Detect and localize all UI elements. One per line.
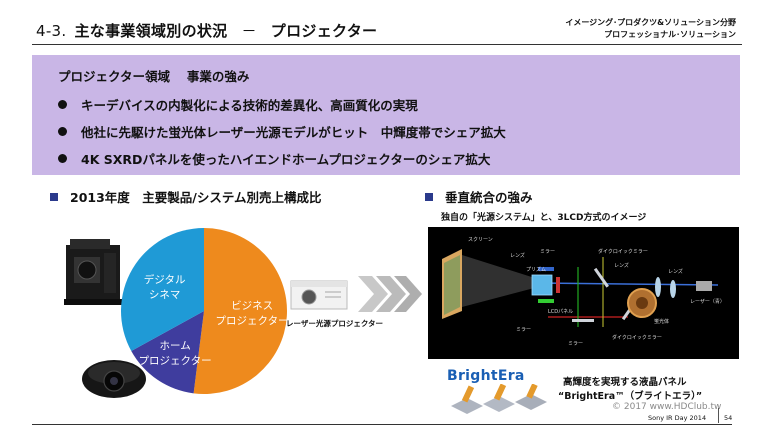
- footer-divider: [32, 424, 732, 425]
- svg-text:レンズ: レンズ: [510, 252, 525, 259]
- pie-label-line: ホーム: [159, 339, 191, 352]
- pie-slice-home: [131, 311, 204, 394]
- section-number: 4-3.: [36, 22, 67, 40]
- svg-text:ミラー: ミラー: [540, 249, 555, 255]
- footer-event: Sony IR Day 2014: [648, 414, 707, 422]
- strength-item-text: キーデバイスの内製化による技術的差異化、高画質化の実現: [81, 98, 418, 113]
- pie-slice-cinema: [121, 228, 204, 351]
- panel-brand-name: “BrightEra™（ブライトエラ）”: [558, 391, 703, 402]
- svg-text:蛍光体: 蛍光体: [654, 318, 669, 325]
- pie-label-line: ビジネス: [231, 300, 274, 313]
- division-line-1: イメージング･プロダクツ&ソリューション分野: [565, 18, 736, 27]
- strength-item: キーデバイスの内製化による技術的差異化、高画質化の実現: [58, 95, 418, 114]
- pie-label: ホームプロジェクター: [139, 339, 212, 369]
- optical-system-diagram: スクリーン レンズ ミラー ダイクロイックミラー レンズ レンズ プリズム LC…: [428, 227, 739, 359]
- svg-text:ミラー: ミラー: [516, 327, 531, 333]
- chevron-arrows-icon: [358, 276, 422, 312]
- bullet-dot-icon: [58, 127, 67, 136]
- laser-projector-image: [290, 280, 348, 310]
- sales-pie-chart: [121, 228, 287, 394]
- watermark: © 2017 www.HDClub.tw: [612, 402, 722, 412]
- pie-label-line: プロジェクター: [215, 315, 289, 328]
- footer-separator: [718, 408, 719, 423]
- header-divider: [32, 44, 742, 45]
- svg-text:ダイクロイックミラー: ダイクロイックミラー: [612, 334, 662, 341]
- strength-item-text: 4K SXRDパネルを使ったハイエンドホームプロジェクターのシェア拡大: [81, 152, 491, 167]
- svg-text:スクリーン: スクリーン: [468, 237, 493, 243]
- pie-label: デジタルシネマ: [144, 273, 186, 303]
- title-text: 主な事業領域別の状況: [74, 22, 228, 40]
- svg-text:レンズ: レンズ: [668, 268, 683, 275]
- bullet-dot-icon: [58, 100, 67, 109]
- strength-item: 他社に先駆けた蛍光体レーザー光源モデルがヒット 中輝度帯でシェア拡大: [58, 122, 506, 141]
- svg-text:ミラー: ミラー: [568, 341, 583, 347]
- title-dash: －: [241, 22, 257, 40]
- page-title: 4-3. 主な事業領域別の状況 － プロジェクター: [36, 20, 377, 41]
- strength-item-text: 他社に先駆けた蛍光体レーザー光源モデルがヒット 中輝度帯でシェア拡大: [81, 125, 506, 140]
- home-projector-image: [82, 360, 146, 398]
- strengths-panel: [32, 55, 740, 175]
- pie-label-line: プロジェクター: [138, 354, 212, 367]
- light-source-caption: 独自の「光源システム」と、3LCD方式のイメージ: [441, 213, 647, 223]
- bullet-dot-icon: [58, 154, 67, 163]
- svg-text:プリズム: プリズム: [526, 266, 546, 273]
- cinema-projector-image: [64, 239, 122, 305]
- sales-composition-heading-text: 2013年度 主要製品/システム別売上構成比: [70, 190, 322, 205]
- pie-label-line: デジタル: [143, 273, 186, 286]
- sales-composition-heading: 2013年度 主要製品/システム別売上構成比: [50, 187, 321, 206]
- panel-description: 高輝度を実現する液晶パネル: [563, 377, 687, 388]
- division-line-2: プロフェッショナル･ソリューション: [604, 30, 736, 39]
- svg-text:ダイクロイックミラー: ダイクロイックミラー: [598, 248, 648, 255]
- square-bullet-icon: [50, 193, 58, 201]
- square-bullet-icon: [425, 193, 433, 201]
- lcd-panel-image: [451, 384, 547, 414]
- strengths-heading: プロジェクター領域 事業の強み: [58, 69, 250, 84]
- brightera-logo: BrightEra: [447, 368, 525, 384]
- svg-text:レンズ: レンズ: [614, 262, 629, 269]
- pie-label-line: シネマ: [148, 288, 181, 301]
- pie-label: ビジネスプロジェクター: [216, 299, 289, 329]
- division-label: イメージング･プロダクツ&ソリューション分野 プロフェッショナル･ソリューション: [565, 17, 736, 41]
- svg-text:LCDパネル: LCDパネル: [548, 309, 573, 315]
- laser-projector-label: レーザー光源プロジェクター: [286, 319, 384, 328]
- title-subtitle: プロジェクター: [270, 22, 378, 40]
- vertical-integration-heading-text: 垂直統合の強み: [445, 190, 533, 205]
- page-number: 54: [724, 414, 733, 422]
- svg-text:レーザー（青）: レーザー（青）: [690, 298, 725, 305]
- pie-slice-business: [193, 228, 287, 394]
- strength-item: 4K SXRDパネルを使ったハイエンドホームプロジェクターのシェア拡大: [58, 149, 490, 168]
- vertical-integration-heading: 垂直統合の強み: [425, 187, 533, 206]
